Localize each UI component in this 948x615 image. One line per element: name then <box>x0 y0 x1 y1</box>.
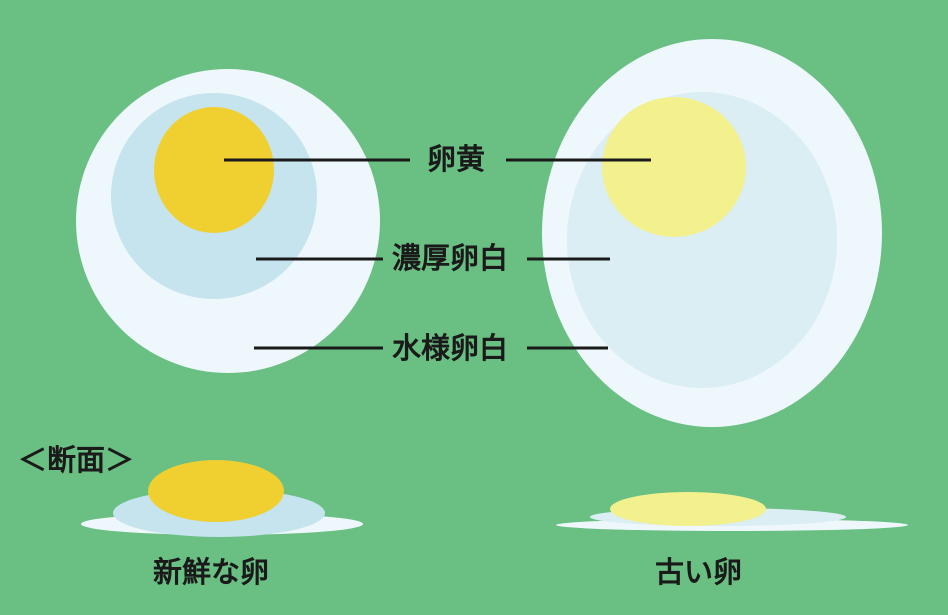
old-section-yolk <box>610 492 766 526</box>
fresh-egg-label: 新鮮な卵 <box>153 555 270 589</box>
old-egg-label: 古い卵 <box>655 555 743 589</box>
thick-white-label: 濃厚卵白 <box>392 241 509 275</box>
cross-section-label: ＜断面＞ <box>18 443 135 477</box>
fresh-yolk <box>154 107 274 233</box>
fresh-section-yolk <box>148 460 284 522</box>
yolk-label: 卵黄 <box>427 142 486 176</box>
old-yolk <box>602 97 746 237</box>
thin-white-label: 水様卵白 <box>392 331 509 365</box>
